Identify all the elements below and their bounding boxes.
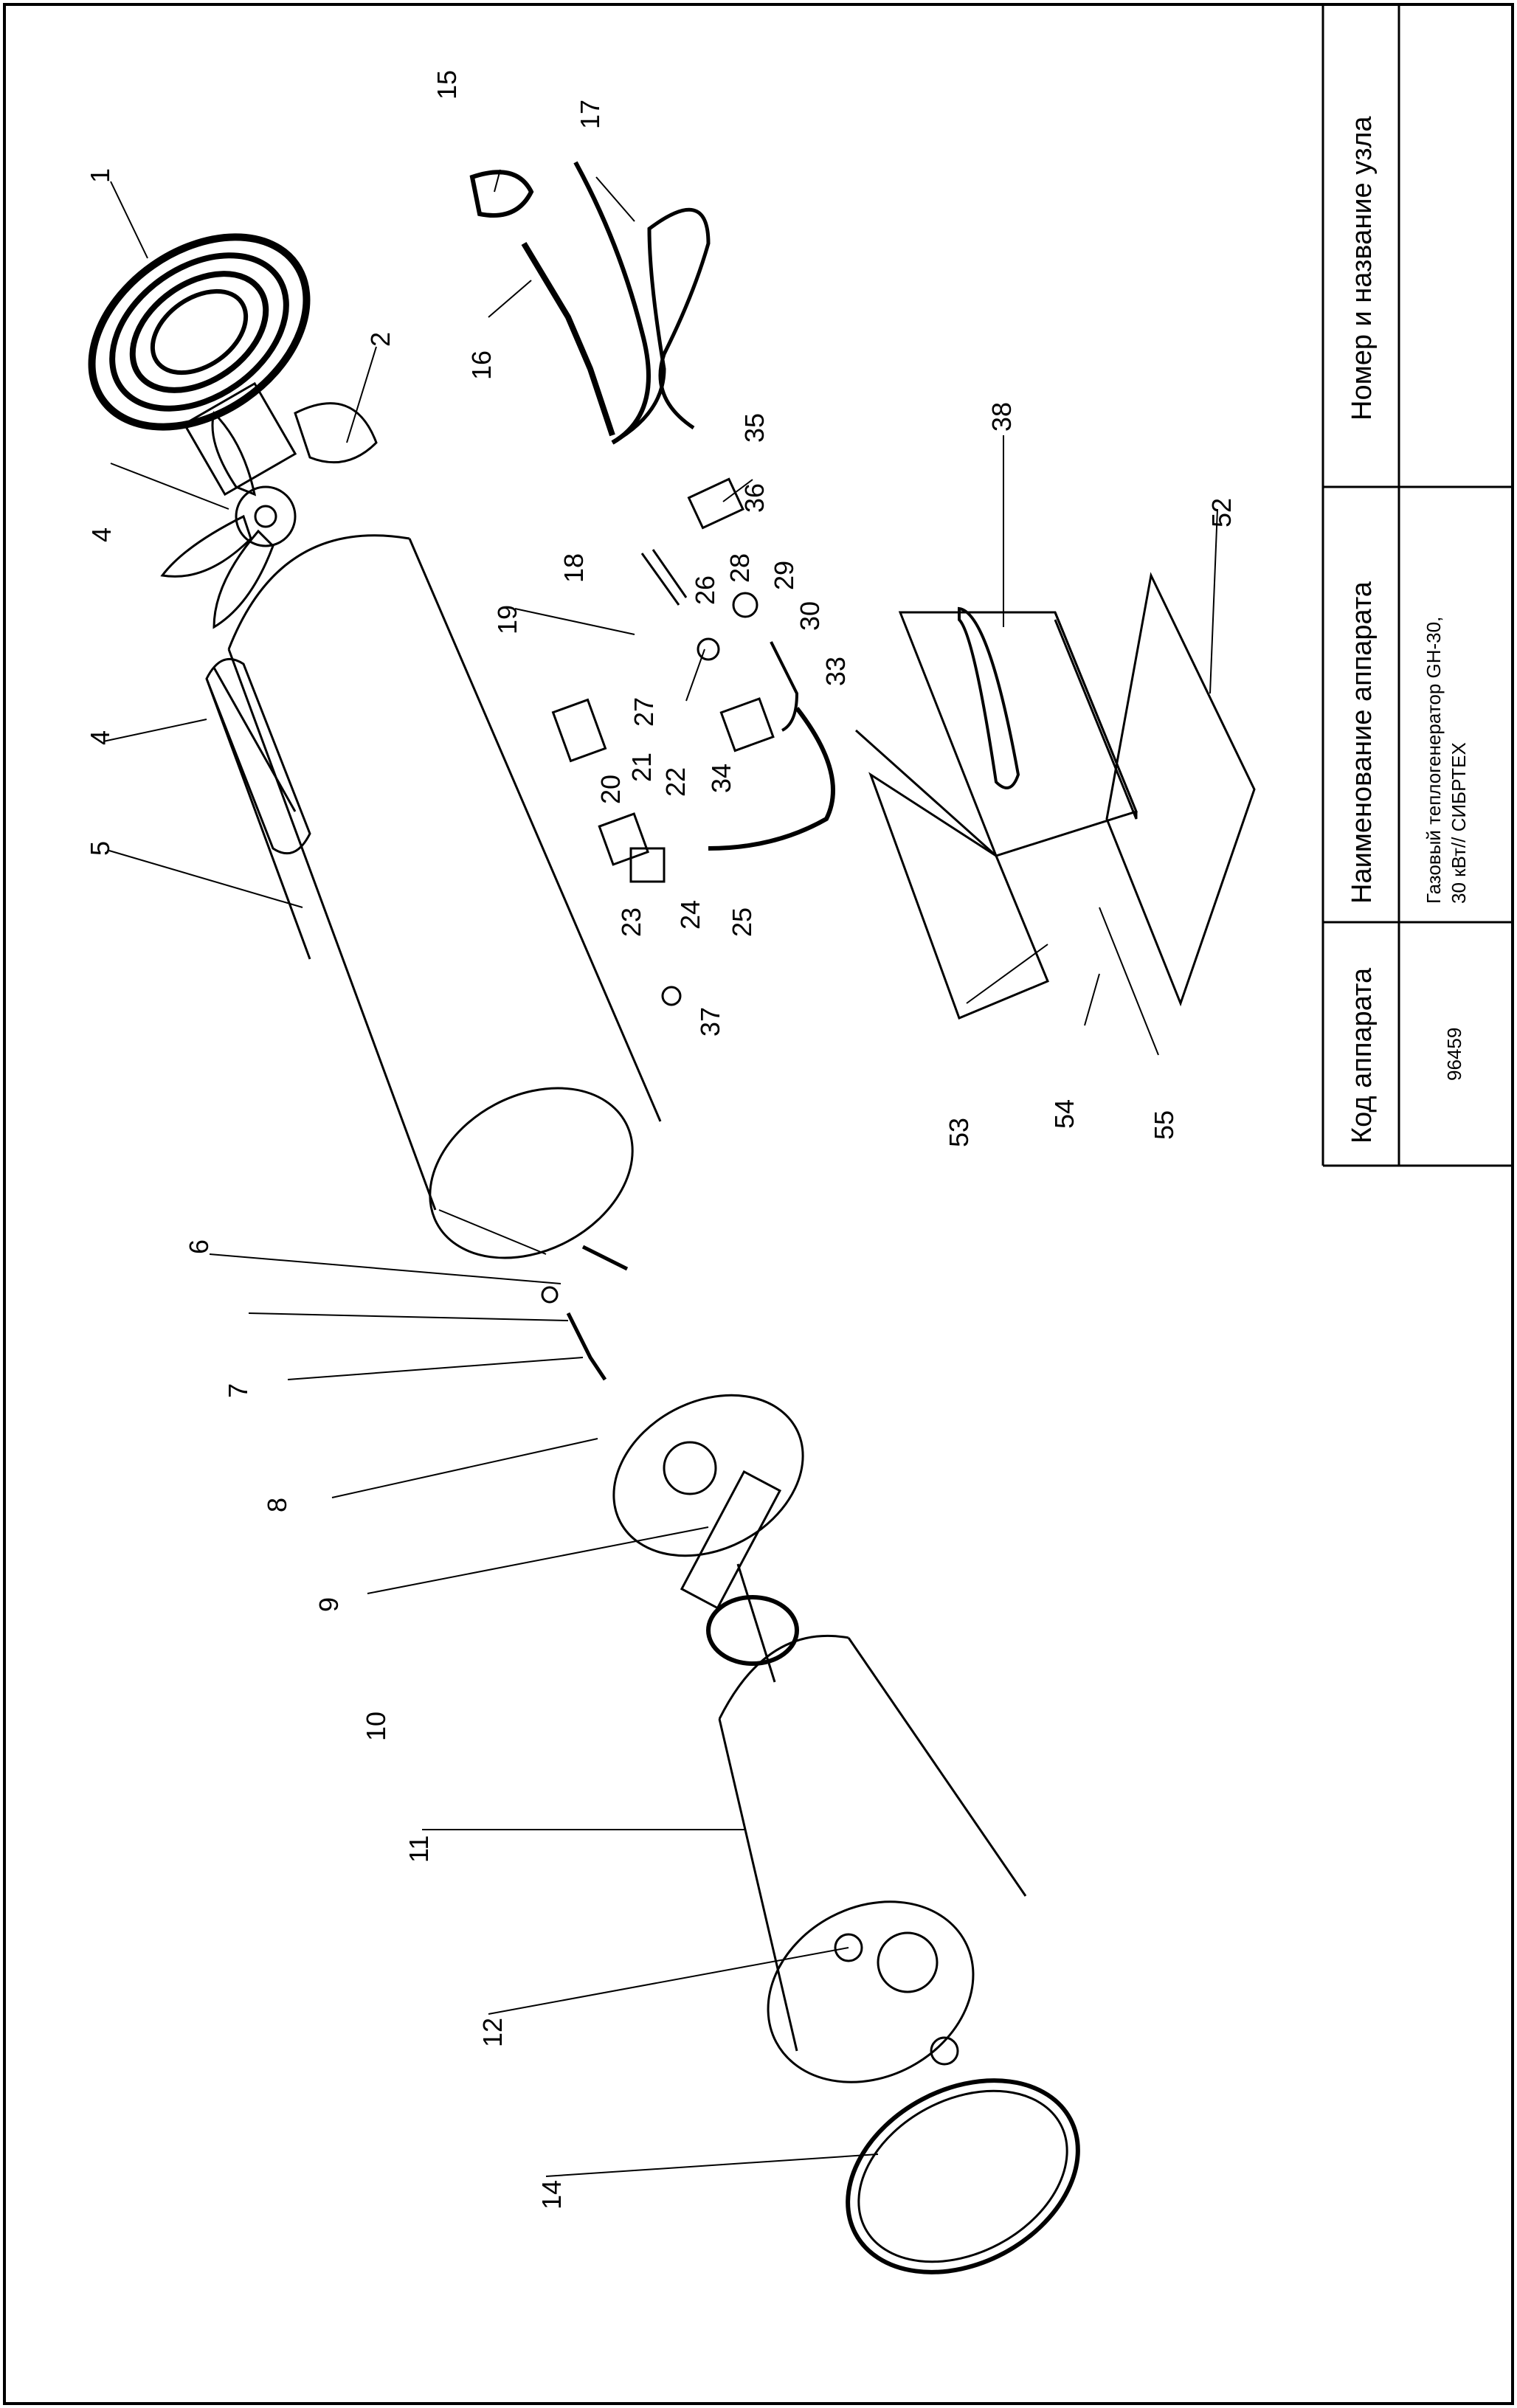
callout-2: 52 bbox=[1206, 498, 1237, 527]
name-value-line2: 30 кВт// СИБРТЕХ bbox=[1448, 742, 1470, 904]
name-header: Наименование аппарата bbox=[1347, 581, 1378, 904]
electrode-parts bbox=[541, 1245, 629, 1381]
callout-4-housing: 4 bbox=[85, 730, 115, 745]
callout-6: 9 bbox=[314, 1597, 344, 1612]
callout-24: 4 bbox=[86, 527, 117, 542]
drawing-frame bbox=[3, 3, 1514, 2405]
callout-11: 16 bbox=[466, 350, 497, 380]
callout-34: 30 bbox=[795, 601, 825, 631]
gasket-ring bbox=[846, 2078, 1080, 2274]
leader-lines bbox=[103, 169, 1218, 2177]
callout-19: 19 bbox=[492, 605, 522, 634]
callout-29: 35 bbox=[739, 413, 770, 443]
control-parts bbox=[551, 477, 835, 1006]
outer-housing bbox=[205, 534, 662, 1259]
callout-14: 33 bbox=[820, 657, 851, 686]
callout-4-stand: 38 bbox=[986, 402, 1017, 432]
callout-25: 2 bbox=[365, 332, 395, 347]
callout-9: 12 bbox=[477, 2018, 508, 2047]
callout-1: 5 bbox=[85, 841, 115, 856]
callout-38: 26 bbox=[690, 575, 720, 605]
callout-26: 7 bbox=[223, 1383, 253, 1398]
callout-22: 23 bbox=[616, 907, 646, 937]
callout-16: 21 bbox=[626, 752, 657, 782]
callout-27: 18 bbox=[559, 553, 589, 583]
gas-hose-regulator bbox=[469, 161, 711, 445]
callout-20: 25 bbox=[727, 907, 757, 937]
base-stand bbox=[854, 572, 1256, 1020]
callout-labels: 1 2 4 4 5 6 7 8 9 10 11 12 14 15 16 17 1… bbox=[85, 70, 1237, 2210]
callout-17: 22 bbox=[660, 767, 691, 797]
burner-head bbox=[680, 1470, 799, 1683]
title-block: Код аппарата Наименование аппарата Номер… bbox=[1321, 4, 1513, 1167]
callout-18: 24 bbox=[675, 900, 705, 930]
callout-7: 10 bbox=[361, 1712, 391, 1741]
callout-35: 29 bbox=[769, 561, 799, 590]
callout-55: 14 bbox=[536, 2180, 567, 2210]
callout-54: 54 bbox=[1049, 1099, 1079, 1129]
callout-30: 36 bbox=[739, 483, 770, 513]
callout-28: 17 bbox=[575, 100, 605, 129]
name-value-line1: Газовый теплогенератор GH-30, bbox=[1423, 617, 1445, 904]
callout-52: 53 bbox=[944, 1118, 974, 1147]
code-header: Код аппарата bbox=[1347, 967, 1378, 1144]
callout-21: 20 bbox=[595, 775, 626, 804]
callout-10: 15 bbox=[432, 70, 462, 100]
callout-36: 28 bbox=[725, 553, 755, 583]
combustion-chamber bbox=[718, 1634, 1027, 2083]
callout-12: 27 bbox=[629, 697, 659, 727]
callout-8: 1 bbox=[85, 168, 115, 183]
callout-33: 34 bbox=[706, 764, 736, 793]
fan-guard bbox=[88, 233, 311, 431]
parts-drawing bbox=[88, 161, 1256, 2274]
callout-53: 55 bbox=[1149, 1110, 1179, 1140]
callout-15: 6 bbox=[184, 1239, 214, 1254]
burner-plate bbox=[612, 1394, 804, 1557]
callout-23: 8 bbox=[262, 1498, 292, 1512]
callout-37: 37 bbox=[695, 1007, 725, 1037]
motor-and-fan bbox=[160, 381, 378, 629]
node-header: Номер и название узла bbox=[1347, 116, 1378, 421]
code-value: 96459 bbox=[1443, 1028, 1465, 1081]
callout-5: 11 bbox=[404, 1836, 434, 1863]
